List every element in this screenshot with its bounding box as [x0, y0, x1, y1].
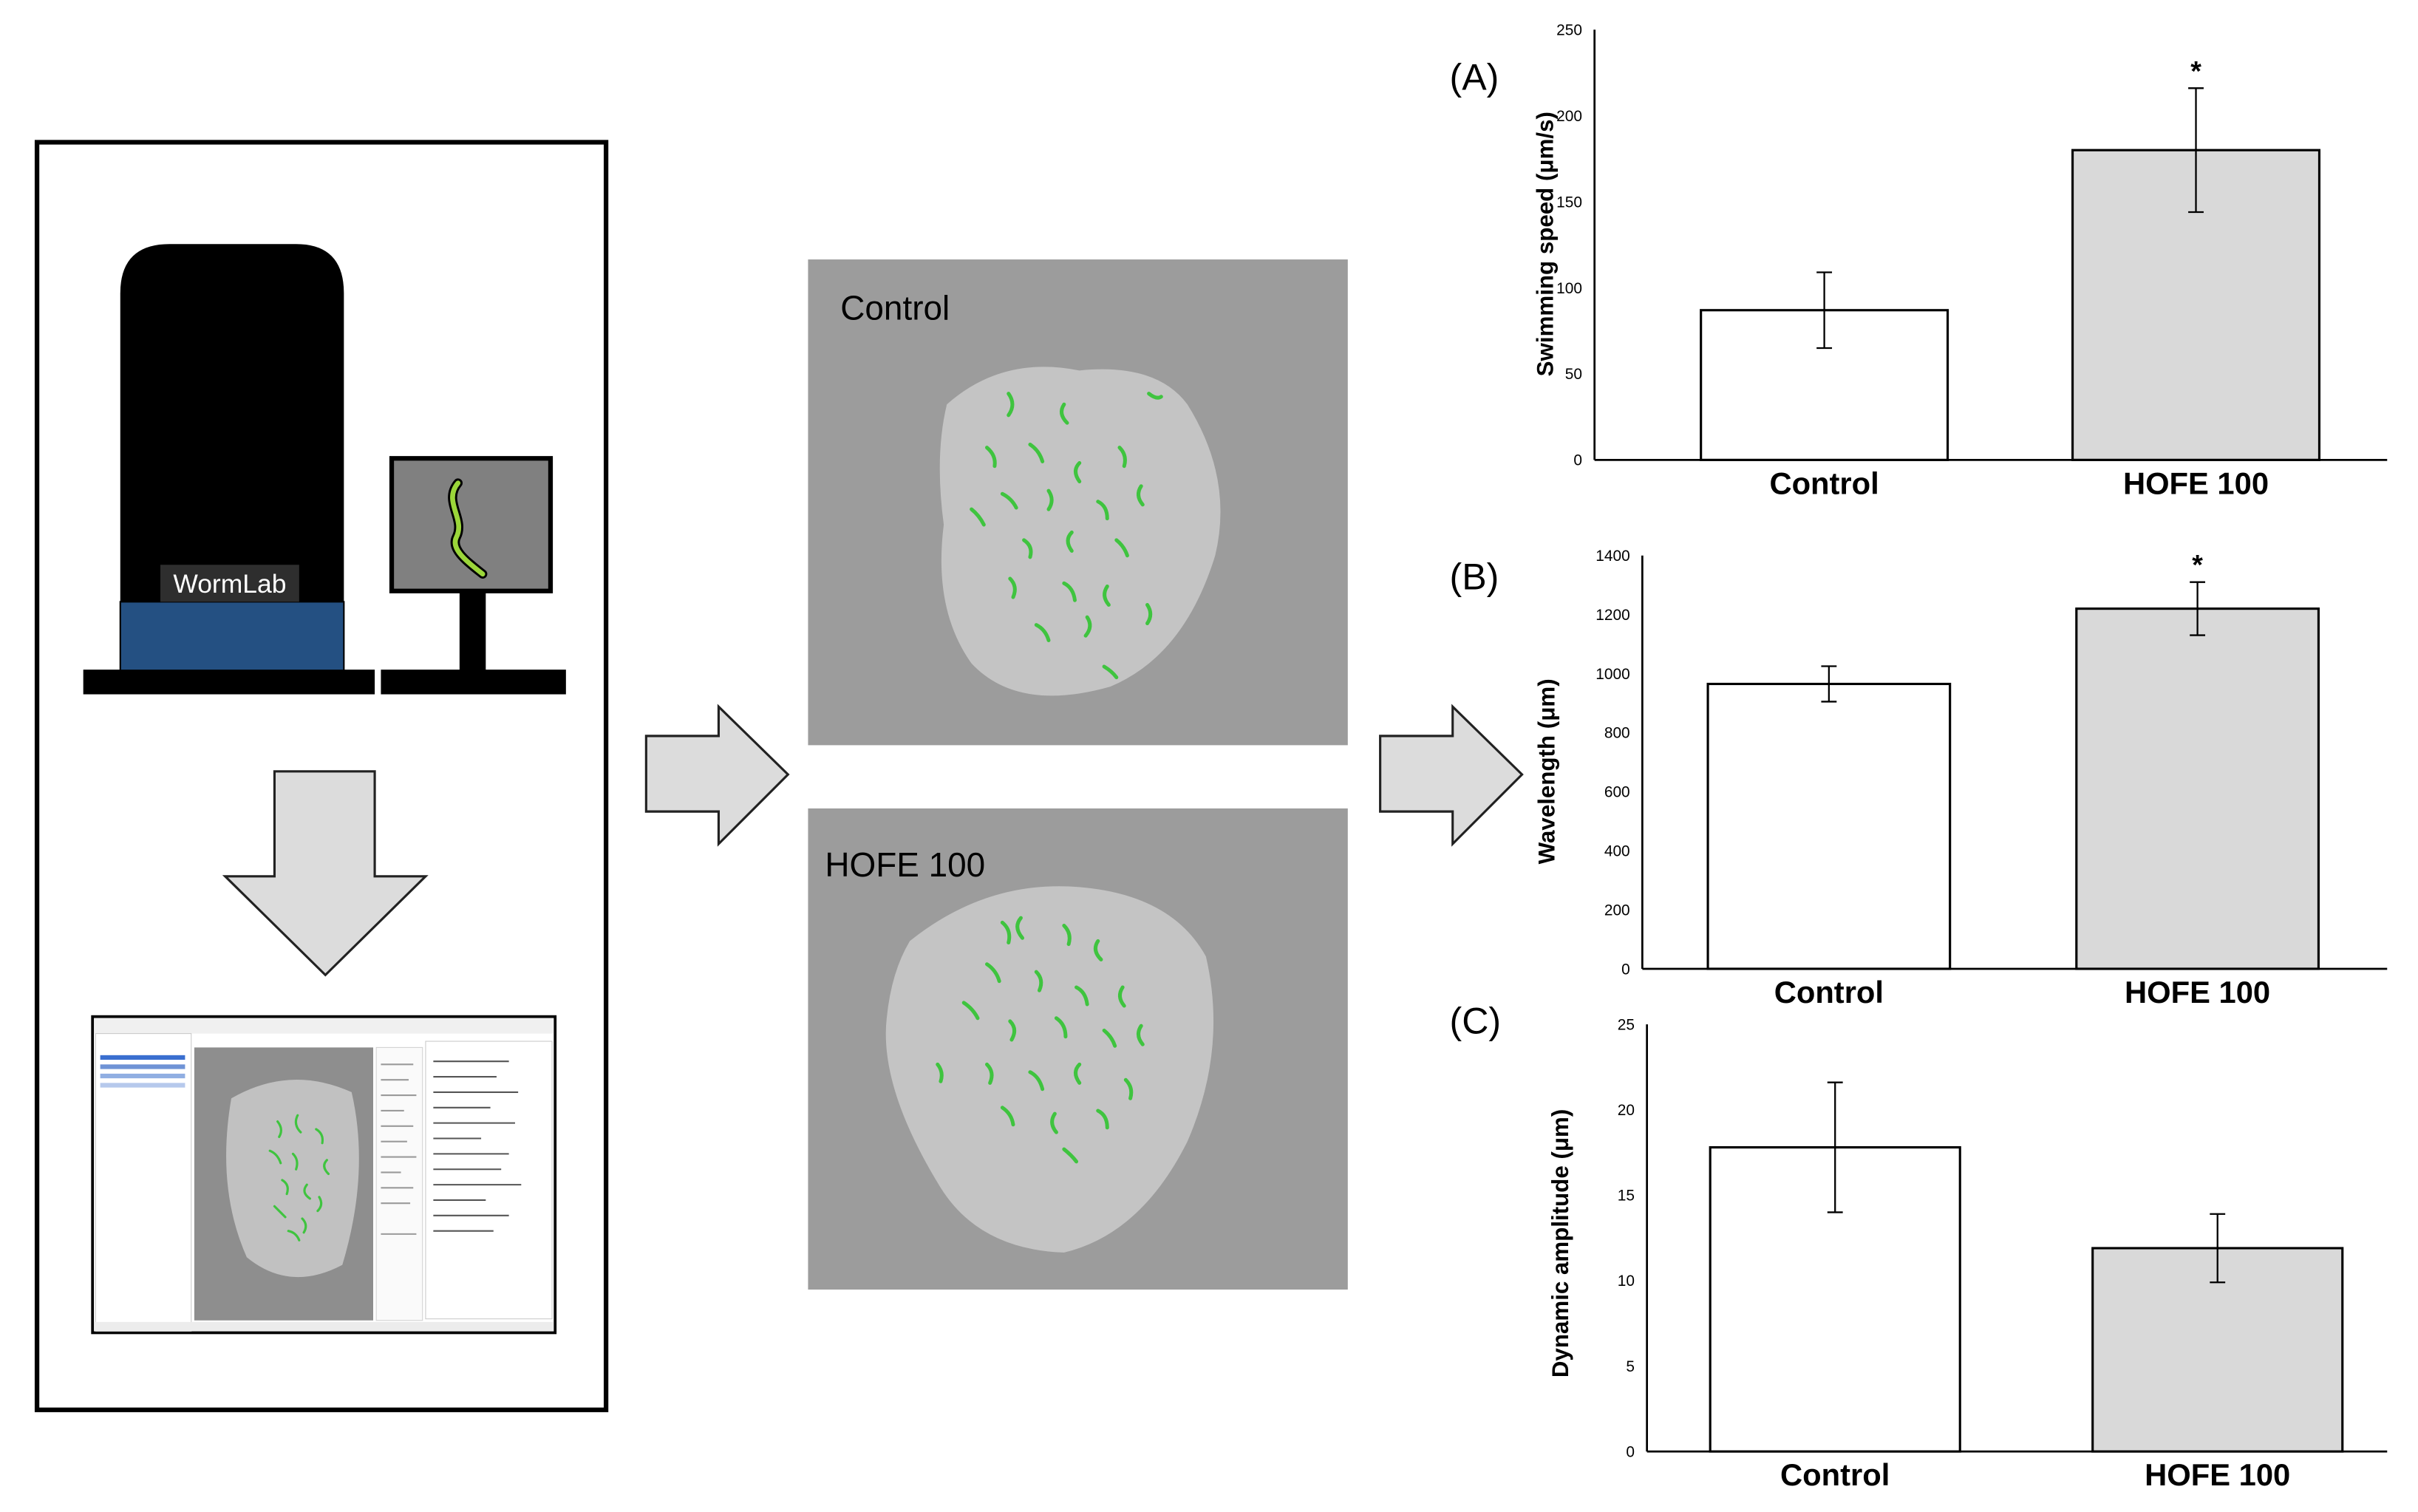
panel-label: (C) [1450, 1001, 1502, 1042]
y-tick-label: 0 [1573, 452, 1582, 469]
charts: (A)Swimming speed (μm/s)050100150200250C… [1450, 21, 2388, 1492]
y-tick-label: 800 [1604, 725, 1630, 742]
y-tick-label: 100 [1556, 280, 1582, 297]
bench-left [83, 670, 375, 695]
bar-2 [2075, 607, 2320, 970]
y-tick-label: 25 [1618, 1016, 1635, 1033]
hofe-image-label: HOFE 100 [825, 845, 985, 884]
y-tick-label: 0 [1621, 961, 1630, 978]
control-image: Control [808, 259, 1348, 746]
y-tick-label: 15 [1618, 1188, 1635, 1205]
worm-icon-fill [450, 480, 486, 577]
hofe-image: HOFE 100 [808, 808, 1348, 1290]
tracking-device: WormLab [83, 244, 375, 695]
y-tick-label: 1200 [1595, 607, 1629, 624]
x-tick-label: HOFE 100 [2123, 466, 2269, 500]
significance-marker: * [2190, 55, 2201, 86]
y-axis-label: Wavelength (μm) [1533, 678, 1559, 864]
panel-label: (A) [1450, 57, 1499, 98]
device-label-bg [160, 565, 299, 602]
bench-right [381, 670, 566, 695]
y-tick-label: 150 [1556, 194, 1582, 211]
y-tick-label: 5 [1626, 1358, 1635, 1375]
device-body [120, 244, 344, 605]
setup-panel: WormLab [34, 140, 609, 1412]
y-tick-label: 200 [1556, 108, 1582, 125]
y-axis-label: Swimming speed (μm/s) [1532, 112, 1558, 376]
x-tick-label: HOFE 100 [2145, 1457, 2290, 1492]
y-tick-label: 50 [1565, 366, 1582, 383]
y-tick-label: 10 [1618, 1273, 1635, 1290]
monitor-stand [459, 590, 486, 672]
y-tick-label: 0 [1626, 1443, 1635, 1460]
chart-panel-1: (A) Swimming speed (μm/s) 0 50 100 150 200 250C… [1450, 21, 2388, 500]
monitor-screen [389, 456, 554, 593]
device-label: WormLab [173, 569, 286, 599]
down-arrow-icon [222, 770, 429, 977]
chart-panel-3: (C) Dynamic amplitude (μm) 0 5 10 15 20 25Contr… [1450, 1001, 2388, 1492]
x-tick-label: Control [1780, 1457, 1890, 1492]
chart-panel-2: (B) Wavelength (μm) 0 200 400 600 800 1000 1200 1… [1450, 548, 2388, 1009]
monitor-with-worm-icon [381, 456, 566, 695]
y-tick-label: 1000 [1595, 666, 1629, 683]
y-tick-label: 250 [1556, 21, 1582, 38]
right-arrow-icon-1 [644, 704, 790, 847]
y-tick-label: 600 [1604, 784, 1630, 801]
x-tick-label: HOFE 100 [2125, 975, 2270, 1009]
bar-1 [1706, 682, 1952, 970]
control-image-label: Control [840, 288, 950, 327]
panel-label: (B) [1450, 556, 1499, 598]
x-tick-label: Control [1774, 975, 1884, 1009]
y-tick-label: 20 [1618, 1102, 1635, 1119]
y-tick-label: 200 [1604, 902, 1630, 919]
device-base [119, 601, 345, 672]
y-tick-label: 400 [1604, 842, 1630, 859]
x-tick-label: Control [1769, 466, 1879, 500]
significance-marker: * [2192, 549, 2203, 580]
y-tick-label: 1400 [1595, 548, 1629, 565]
right-arrow-icon-2 [1379, 704, 1524, 847]
y-axis-label: Dynamic amplitude (μm) [1547, 1109, 1573, 1378]
software-screenshot [91, 1015, 557, 1335]
